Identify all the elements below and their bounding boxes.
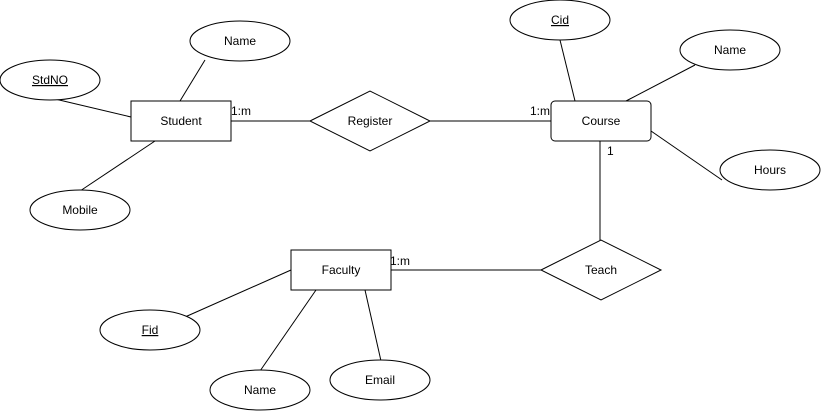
attribute-course-name[interactable]: Name [679,29,781,71]
entity-course[interactable]: Course [550,100,652,142]
attribute-student-mobile[interactable]: Mobile [29,189,131,231]
attribute-student-name[interactable]: Name [189,20,291,62]
entity-student-label: Student [160,114,202,128]
edge-faculty-fid [184,269,292,318]
attribute-course-cid-label: Cid [551,13,569,27]
attribute-faculty-fid-label: Fid [142,323,159,337]
relationship-teach-label: Teach [585,263,617,277]
attribute-student-name-label: Name [224,34,256,48]
entity-faculty[interactable]: Faculty [290,249,392,291]
cardinality-faculty-teach: 1:m [390,254,410,268]
edge-course-name [625,64,696,102]
cardinality-register-course: 1:m [530,104,550,118]
edge-course-hours [650,130,723,181]
attribute-student-mobile-label: Mobile [62,203,98,217]
edge-faculty-email [364,289,382,362]
entity-course-label: Course [582,114,621,128]
edge-student-mobile [79,140,156,192]
edges [54,39,723,372]
attribute-course-hours-label: Hours [754,163,786,177]
edge-student-stdno [54,98,132,118]
attribute-course-hours[interactable]: Hours [719,149,821,191]
cardinality-student-register: 1:m [231,104,251,118]
attribute-course-cid[interactable]: Cid [509,0,611,41]
edge-course-cid [559,39,576,102]
edge-student-name [179,59,206,102]
relationship-register-label: Register [348,114,393,128]
relationship-register[interactable]: Register [308,90,432,152]
attribute-student-stdno[interactable]: StdNO [0,59,101,101]
attribute-faculty-fid[interactable]: Fid [99,309,201,351]
cardinality-course-teach: 1 [607,144,614,158]
attribute-faculty-name[interactable]: Name [209,369,311,411]
entity-student[interactable]: Student [130,100,232,142]
entity-faculty-label: Faculty [322,263,361,277]
attribute-course-name-label: Name [714,43,746,57]
edge-faculty-name [259,289,317,372]
attribute-faculty-email-label: Email [365,373,395,387]
attribute-faculty-email[interactable]: Email [329,359,431,401]
attribute-student-stdno-label: StdNO [32,73,68,87]
relationship-teach[interactable]: Teach [539,239,663,301]
attribute-faculty-name-label: Name [244,383,276,397]
